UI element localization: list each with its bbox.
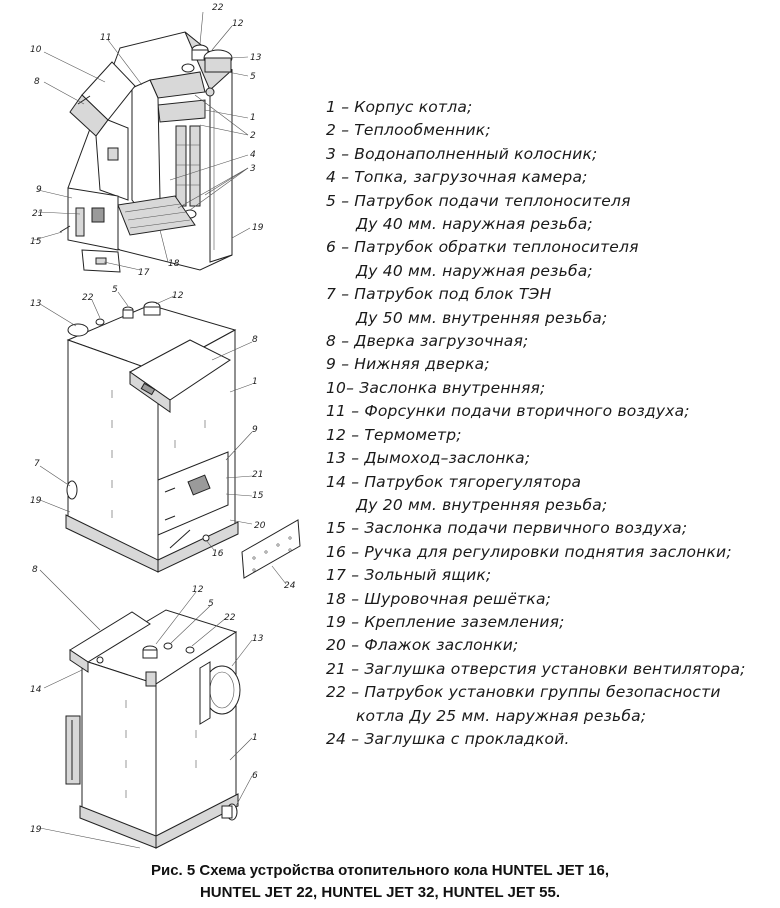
figure-caption: Рис. 5 Схема устройства отопительного ко… bbox=[0, 860, 760, 904]
callout-8: 8 bbox=[34, 77, 40, 87]
legend-item: 17 – Зольный ящик; bbox=[326, 566, 492, 585]
legend-item: 2 – Теплообменник; bbox=[326, 121, 491, 140]
callout-18: 18 bbox=[168, 259, 180, 269]
callout-19: 19 bbox=[252, 223, 264, 233]
legend-item: 10– Заслонка внутренняя; bbox=[326, 378, 546, 397]
callout-13: 13 bbox=[250, 53, 262, 63]
legend-item: 6 – Патрубок обратки теплоносителя bbox=[326, 238, 639, 257]
legend-item-continuation: котла Ду 25 мм. наружная резьба; bbox=[356, 706, 647, 725]
callout-21: 21 bbox=[252, 470, 263, 480]
sectioned-boiler-drawing: 22 12 13 5 10 11 8 1 2 4 3 9 21 15 17 18… bbox=[30, 3, 264, 278]
legend-item: 13 – Дымоход–заслонка; bbox=[326, 449, 531, 468]
legend-item: 12 – Термометр; bbox=[326, 425, 462, 444]
callout-11: 11 bbox=[100, 33, 111, 43]
callout-22: 22 bbox=[82, 293, 94, 303]
callout-20: 20 bbox=[254, 521, 266, 531]
callout-1: 1 bbox=[252, 377, 258, 387]
callout-15: 15 bbox=[252, 491, 264, 501]
rear-boiler-drawing: 8 12 5 22 13 14 1 6 19 bbox=[30, 565, 264, 849]
legend-item: 20 – Флажок заслонки; bbox=[326, 636, 519, 655]
caption-line-1: Рис. 5 Схема устройства отопительного ко… bbox=[150, 862, 609, 879]
front-boiler-drawing: 13 22 5 12 8 1 9 7 21 15 19 20 16 24 bbox=[30, 285, 301, 591]
callout-7: 7 bbox=[34, 459, 40, 469]
callout-9: 9 bbox=[252, 425, 258, 435]
callout-24: 24 bbox=[284, 581, 296, 591]
callout-14: 14 bbox=[30, 685, 42, 695]
caption-line-2: HUNTEL JET 22, HUNTEL JET 32, HUNTEL JET… bbox=[199, 884, 561, 901]
callout-19: 19 bbox=[30, 496, 42, 506]
callout-3: 3 bbox=[250, 164, 256, 174]
callout-21: 21 bbox=[32, 209, 43, 219]
callout-4: 4 bbox=[250, 150, 256, 160]
callout-6: 6 bbox=[252, 771, 258, 781]
legend-item: 4 – Топка, загрузочная камера; bbox=[326, 168, 588, 187]
legend-item: 15 – Заслонка подачи первичного воздуха; bbox=[326, 519, 688, 538]
callout-8: 8 bbox=[252, 335, 258, 345]
callout-8: 8 bbox=[32, 565, 38, 575]
legend-item: 22 – Патрубок установки группы безопасно… bbox=[326, 683, 721, 702]
callout-12: 12 bbox=[192, 585, 204, 595]
callout-22: 22 bbox=[212, 3, 224, 13]
legend-item: 24 – Заглушка с прокладкой. bbox=[326, 729, 570, 748]
legend-item-continuation: Ду 20 мм. внутренняя резьба; bbox=[356, 495, 608, 514]
legend-item: 11 – Форсунки подачи вторичного воздуха; bbox=[326, 402, 690, 421]
legend-item: 1 – Корпус котла; bbox=[326, 98, 473, 116]
callout-13: 13 bbox=[252, 634, 264, 644]
callout-16: 16 bbox=[212, 549, 224, 559]
legend-item: 21 – Заглушка отверстия установки вентил… bbox=[326, 659, 746, 678]
legend-item-continuation: Ду 40 мм. наружная резьба; bbox=[356, 215, 593, 234]
legend-item: 19 – Крепление заземления; bbox=[326, 612, 565, 631]
legend-item: 8 – Дверка загрузочная; bbox=[326, 332, 529, 351]
legend-item: 3 – Водонаполненный колосник; bbox=[326, 144, 598, 163]
legend-item: 9 – Нижняя дверка; bbox=[326, 355, 490, 374]
callout-5: 5 bbox=[250, 72, 256, 82]
legend-item: 18 – Шуровочная решётка; bbox=[326, 589, 552, 608]
callout-12: 12 bbox=[172, 291, 184, 301]
legend-item-continuation: Ду 40 мм. наружная резьба; bbox=[356, 261, 593, 280]
callout-5: 5 bbox=[112, 285, 118, 295]
callout-2: 2 bbox=[250, 131, 256, 141]
callout-13: 13 bbox=[30, 299, 42, 309]
parts-legend: 1 – Корпус котла; 2 – Теплообменник; 3 –… bbox=[326, 96, 776, 751]
callout-19: 19 bbox=[30, 825, 42, 835]
callout-22: 22 bbox=[224, 613, 236, 623]
legend-item: 16 – Ручка для регулировки поднятия засл… bbox=[326, 542, 732, 561]
callout-17: 17 bbox=[138, 268, 150, 278]
legend-item: 14 – Патрубок тягорегулятора bbox=[326, 472, 582, 491]
callout-1: 1 bbox=[252, 733, 258, 743]
legend-item: 5 – Патрубок подачи теплоносителя bbox=[326, 191, 631, 210]
callout-9: 9 bbox=[36, 185, 42, 195]
legend-item-continuation: Ду 50 мм. внутренняя резьба; bbox=[356, 308, 608, 327]
callout-12: 12 bbox=[232, 19, 244, 29]
callout-10: 10 bbox=[30, 45, 42, 55]
callout-1: 1 bbox=[250, 113, 256, 123]
legend-item: 7 – Патрубок под блок ТЭН bbox=[326, 285, 552, 304]
callout-5: 5 bbox=[208, 599, 214, 609]
callout-15: 15 bbox=[30, 237, 42, 247]
